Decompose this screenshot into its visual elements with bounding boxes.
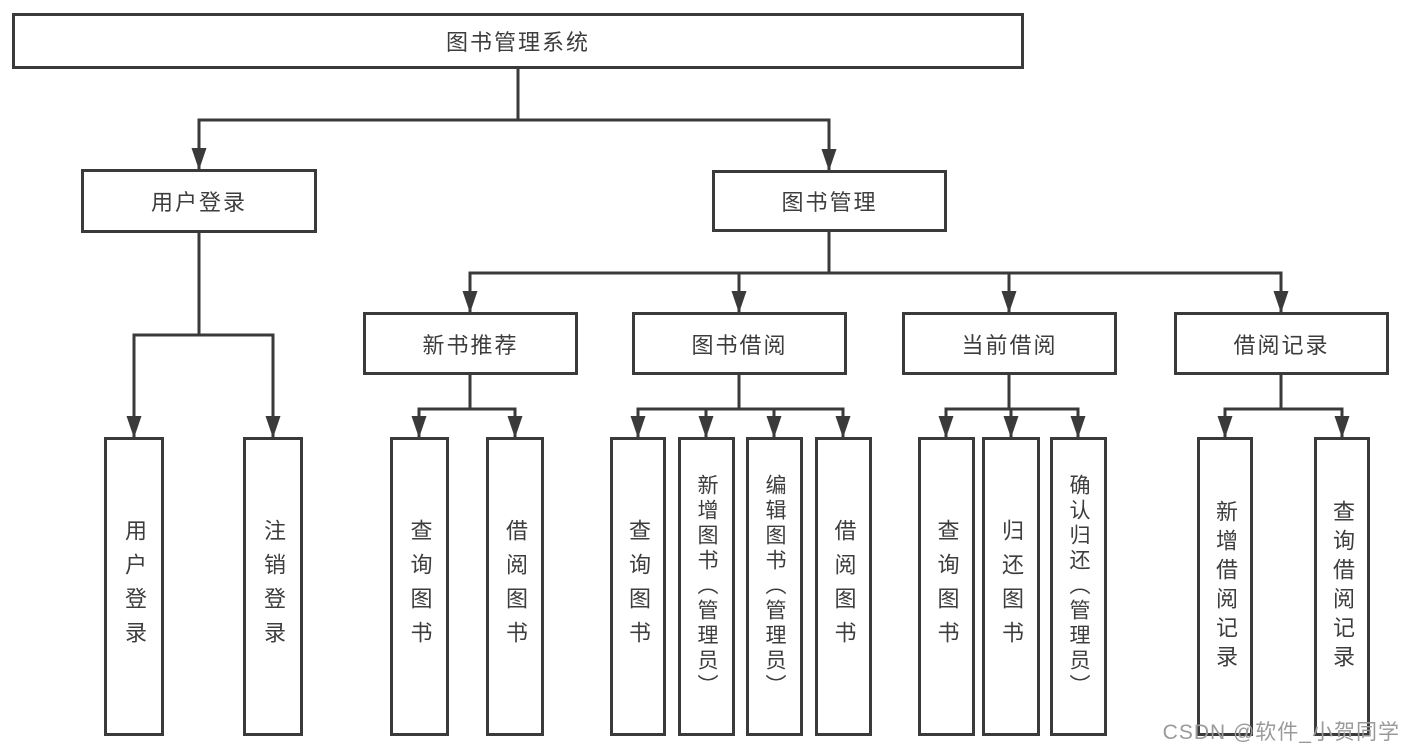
leaf-add-books-admin: 新增图书（管理员） bbox=[678, 437, 735, 736]
leaf-query-borrow-record-label: 查询借阅记录 bbox=[1330, 499, 1355, 674]
leaf-query-books-borrowing: 查询图书 bbox=[610, 437, 666, 736]
leaf-edit-books-admin-label: 编辑图书（管理员） bbox=[763, 474, 786, 699]
node-book-management: 图书管理 bbox=[712, 170, 947, 232]
node-current-borrowing: 当前借阅 bbox=[902, 312, 1117, 375]
leaf-logout-label: 注销登录 bbox=[261, 518, 286, 655]
leaf-return-books: 归还图书 bbox=[982, 437, 1040, 736]
leaf-add-borrow-record-label: 新增借阅记录 bbox=[1213, 499, 1238, 674]
leaf-confirm-return-admin-label: 确认归还（管理员） bbox=[1067, 474, 1090, 699]
leaf-add-books-admin-label: 新增图书（管理员） bbox=[695, 474, 718, 699]
leaf-user-login-label: 用户登录 bbox=[122, 518, 147, 655]
leaf-query-books-newbook: 查询图书 bbox=[390, 437, 449, 736]
node-new-book-recommend: 新书推荐 bbox=[363, 312, 578, 375]
leaf-confirm-return-admin: 确认归还（管理员） bbox=[1050, 437, 1107, 736]
leaf-borrow-books-newbook-label: 借阅图书 bbox=[503, 518, 528, 655]
leaf-borrow-books-newbook: 借阅图书 bbox=[486, 437, 544, 736]
leaf-query-books-current-label: 查询图书 bbox=[934, 518, 960, 655]
leaf-query-books-current: 查询图书 bbox=[918, 437, 975, 736]
leaf-query-books-newbook-label: 查询图书 bbox=[407, 518, 433, 655]
leaf-borrow-books-borrowing: 借阅图书 bbox=[815, 437, 872, 736]
node-user-login: 用户登录 bbox=[81, 169, 317, 233]
leaf-logout: 注销登录 bbox=[243, 437, 303, 736]
leaf-return-books-label: 归还图书 bbox=[999, 518, 1024, 655]
node-library-management-system: 图书管理系统 bbox=[12, 13, 1024, 69]
csdn-watermark: CSDN @软件_小贺同学 bbox=[1162, 721, 1400, 744]
leaf-add-borrow-record: 新增借阅记录 bbox=[1197, 437, 1253, 736]
node-book-borrowing: 图书借阅 bbox=[632, 312, 847, 375]
leaf-user-login: 用户登录 bbox=[104, 437, 164, 736]
leaf-edit-books-admin: 编辑图书（管理员） bbox=[746, 437, 803, 736]
leaf-borrow-books-borrowing-label: 借阅图书 bbox=[831, 518, 857, 655]
leaf-query-borrow-record: 查询借阅记录 bbox=[1314, 437, 1370, 736]
leaf-query-books-borrowing-label: 查询图书 bbox=[626, 518, 651, 655]
node-borrowing-records: 借阅记录 bbox=[1174, 312, 1389, 375]
